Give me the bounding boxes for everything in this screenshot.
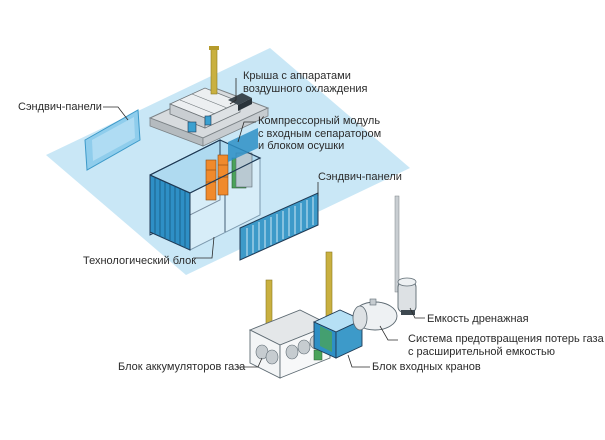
drain-tank (394, 195, 417, 315)
label-inlet-valves: Блок входных кранов (372, 361, 481, 373)
inlet-valves-block (312, 251, 364, 359)
label-roof-line1: Крыша с аппаратами (243, 70, 351, 82)
label-sandwich-left: Сэндвич-панели (18, 101, 102, 113)
label-tech-block: Технологический блок (83, 255, 197, 267)
label-compressor-line2: с входным сепаратором (258, 127, 382, 140)
label-compressor: Компрессорный модуль с входным сепаратор… (258, 115, 381, 153)
sandwich-panels-left (84, 109, 141, 171)
label-roof: Крыша с аппаратами воздушного охлаждения (243, 70, 368, 95)
leader-lines (103, 78, 425, 368)
technological-block (149, 128, 262, 251)
label-loss-system-line1: Система предотвращения потерь газа (408, 333, 604, 345)
gas-accumulators-block (248, 279, 332, 379)
label-compressor-line1: Компрессорный модуль (258, 115, 381, 127)
sandwich-panels-right (239, 192, 319, 261)
label-compressor-line3: и блоком осушки (258, 140, 345, 152)
label-drain-tank: Емкость дренажная (427, 313, 529, 325)
label-roof-line2: воздушного охлаждения (243, 82, 368, 95)
label-sandwich-right: Сэндвич-панели (318, 171, 402, 183)
label-accumulators: Блок аккумуляторов газа (118, 361, 246, 373)
loss-prevention-tank (352, 298, 398, 331)
label-loss-system: Система предотвращения потерь газа с рас… (408, 333, 604, 358)
label-loss-system-line2: с расширительной емкостью (408, 345, 555, 358)
roof-unit (148, 46, 270, 147)
